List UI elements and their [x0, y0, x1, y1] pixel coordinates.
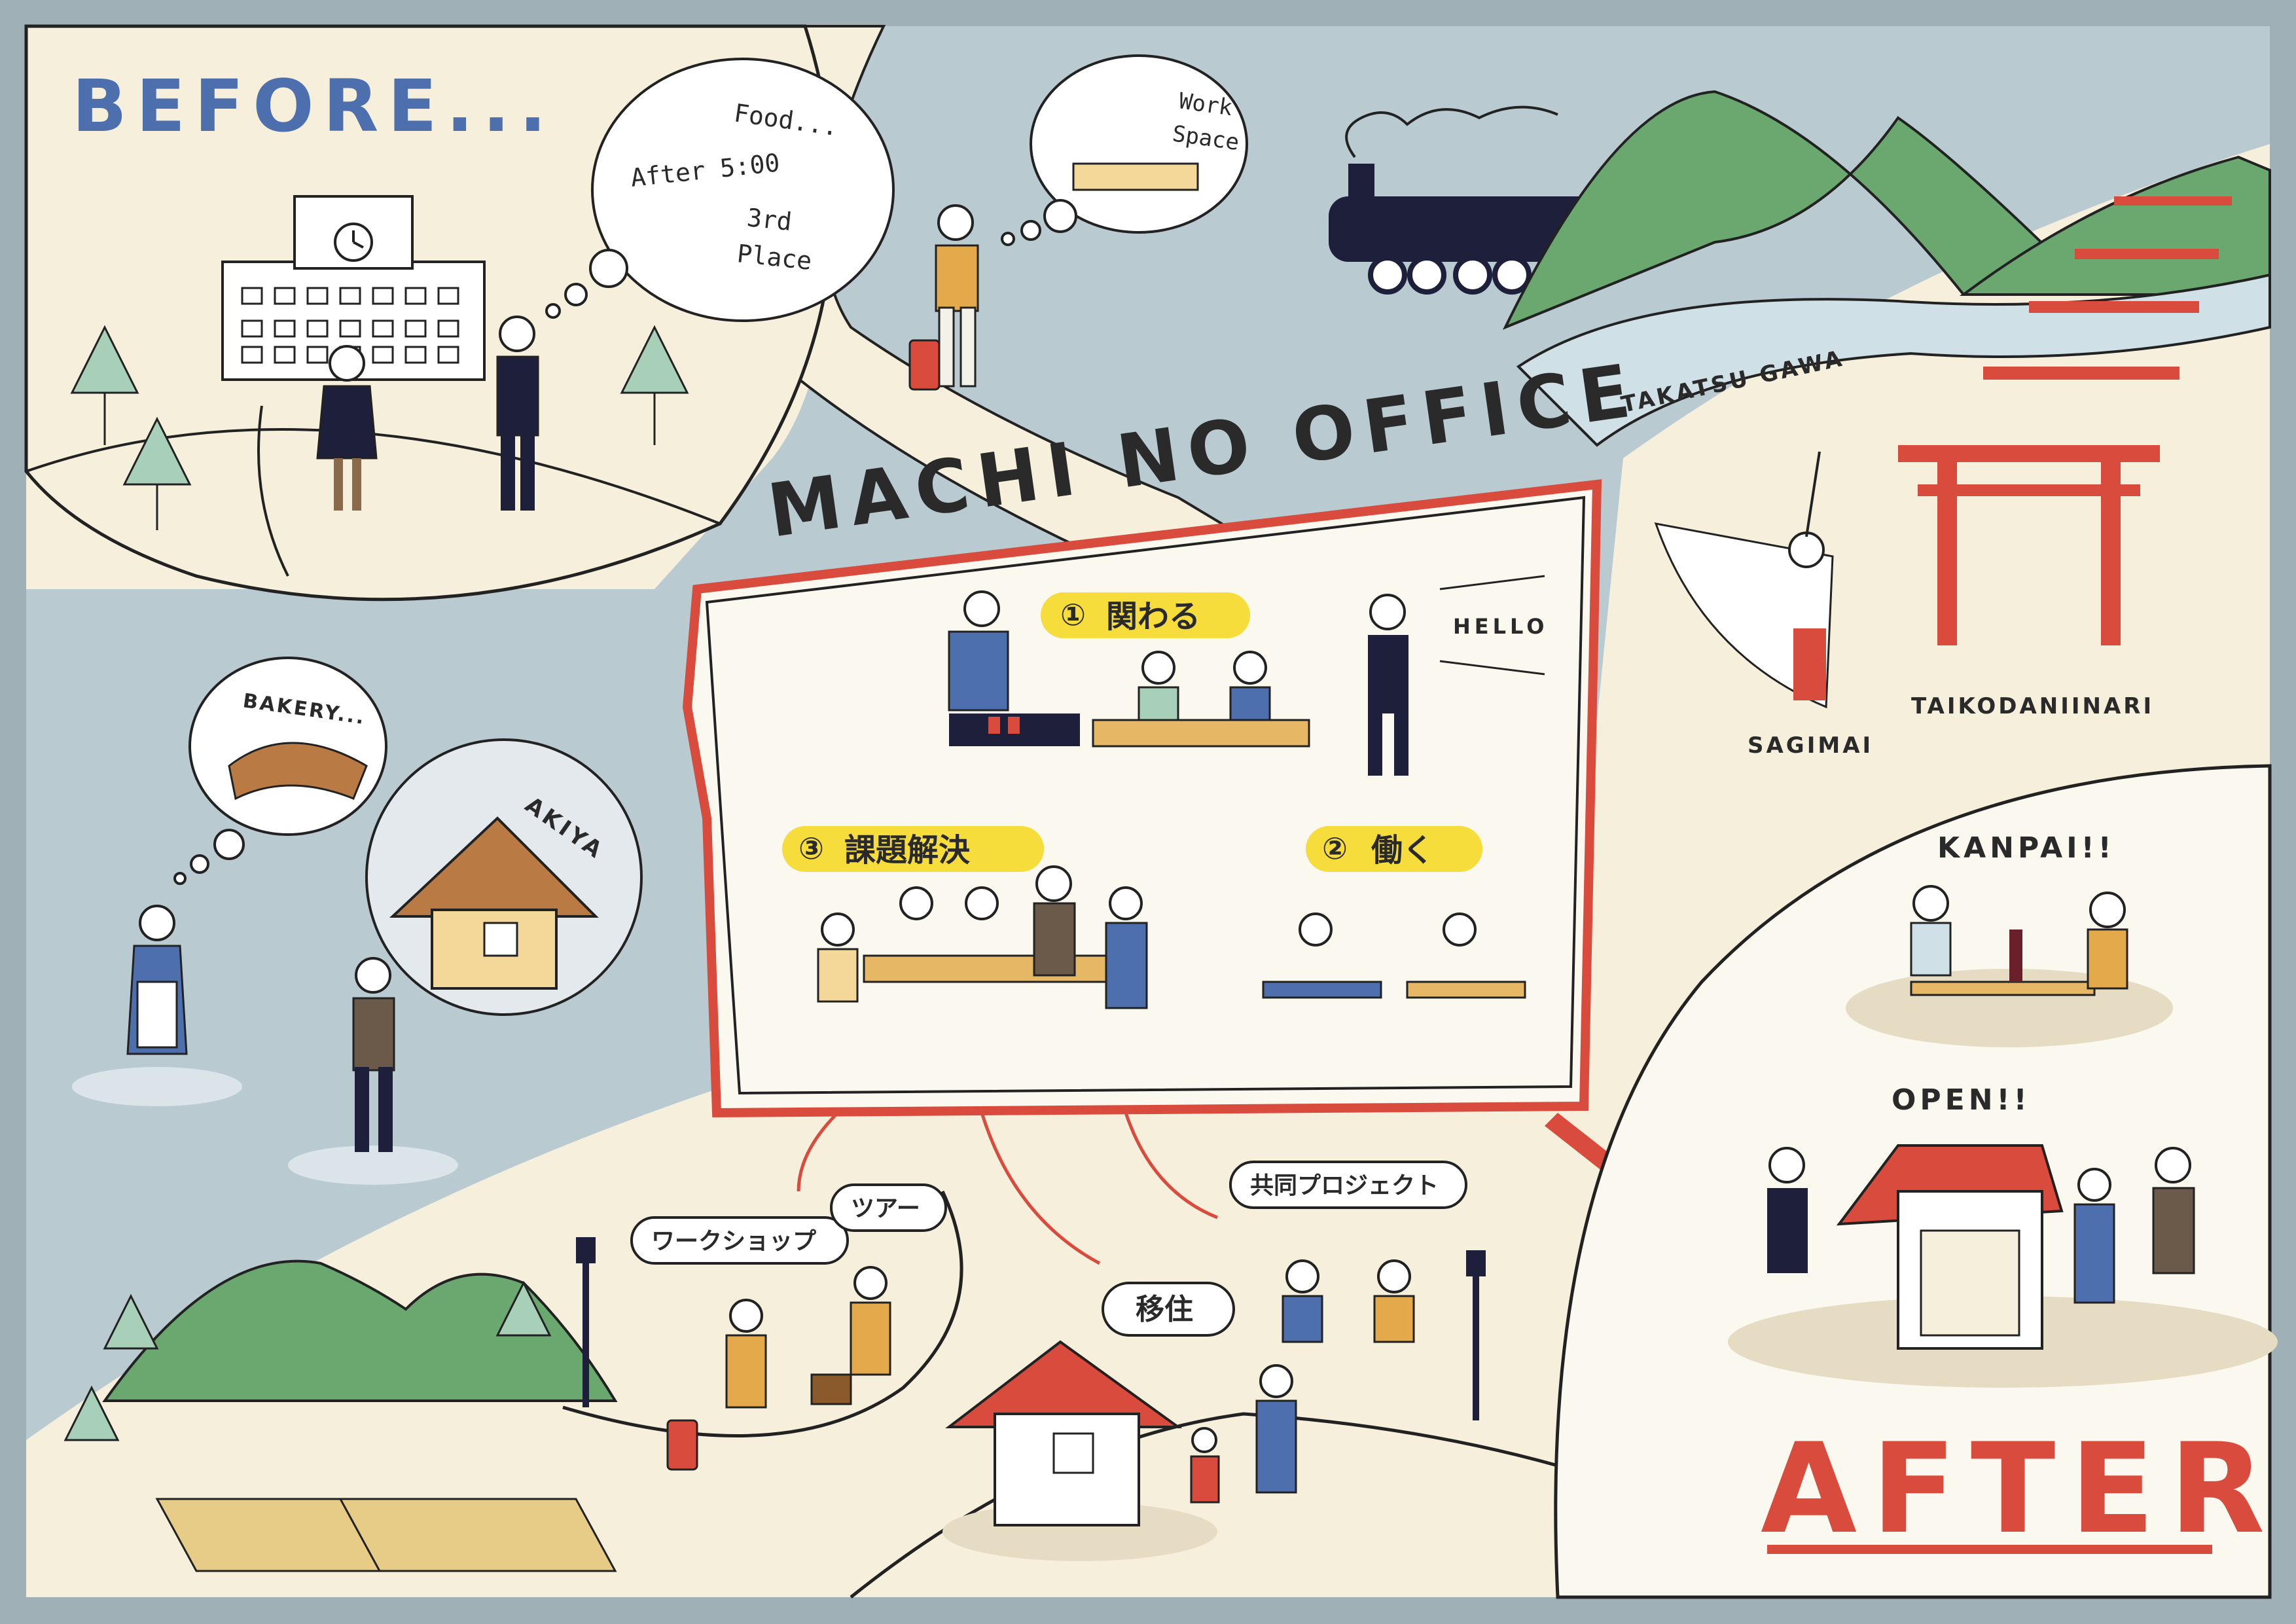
takatsu-river	[1516, 273, 2271, 447]
tour-tag	[830, 1183, 947, 1232]
step3-num: ③	[798, 831, 824, 866]
relocation-label: 移住	[1136, 1293, 1193, 1326]
workshop-label: ワークショップ	[651, 1228, 816, 1255]
tourists-figures	[666, 1266, 891, 1471]
baker-woman-figure	[72, 905, 242, 1106]
step1-num: ①	[1060, 597, 1086, 632]
kanpai-label: KANPAI!!	[1937, 831, 2115, 865]
shrine-label: TAIKODANIINARI	[1911, 693, 2154, 719]
student-boy-figure	[496, 316, 539, 511]
mountain-top-right	[1502, 90, 2098, 330]
workshop-tag	[630, 1216, 849, 1265]
relocation-tag	[1102, 1282, 1235, 1337]
hello-student-figure	[1368, 594, 1408, 776]
croissant-icon	[228, 742, 368, 801]
joint-project-tag	[1229, 1161, 1467, 1209]
step3-pill	[782, 826, 1044, 872]
working-desk-scene	[1262, 912, 1526, 999]
before-title: BEFORE...	[72, 64, 556, 148]
steam-locomotive-icon	[1329, 105, 1623, 295]
step2-label: 働く	[1371, 832, 1434, 869]
traveler-figure	[908, 204, 979, 391]
dining-table-scene	[1092, 651, 1310, 748]
student-girl-figure	[316, 345, 378, 511]
thought-third: 3rd	[745, 203, 793, 236]
tour-label: ツアー	[851, 1195, 920, 1222]
after-title: AFTER!	[1761, 1416, 2296, 1561]
rice-field	[338, 1498, 617, 1572]
hello-text: HELLO	[1453, 614, 1548, 639]
problem-solving-table-scene	[817, 865, 1148, 1009]
step1-pill	[1041, 592, 1250, 638]
school-thought-bubble	[591, 58, 895, 322]
tree-icon	[70, 325, 689, 530]
new-shop-scene	[1728, 1144, 2278, 1388]
step2-num: ②	[1322, 831, 1348, 866]
kanpai-scene	[1846, 885, 2173, 1047]
step1-label: 関わる	[1106, 598, 1200, 635]
school-icon	[221, 195, 486, 381]
new-home-icon	[942, 1340, 1217, 1561]
sagimai-label: SAGIMAI	[1748, 732, 1873, 759]
step2-pill	[1306, 826, 1482, 872]
mountain-bottom-left	[102, 1259, 618, 1402]
open-label: OPEN!!	[1892, 1083, 2031, 1117]
torii-shrine-icon	[1898, 196, 2232, 645]
office-panel-frame	[682, 479, 1602, 1118]
family-figures	[1190, 1364, 1297, 1504]
sagimai-dancer-figure	[1654, 451, 1834, 709]
handshake-figures	[1282, 1259, 1415, 1343]
step3-label: 課題解決	[844, 832, 970, 869]
tree-icon	[63, 1280, 552, 1441]
abandoned-house-icon	[389, 816, 599, 990]
joint-project-label: 共同プロジェクト	[1250, 1172, 1439, 1199]
man-crossed-arms-figure	[288, 957, 458, 1185]
grill-scene	[948, 590, 1080, 746]
